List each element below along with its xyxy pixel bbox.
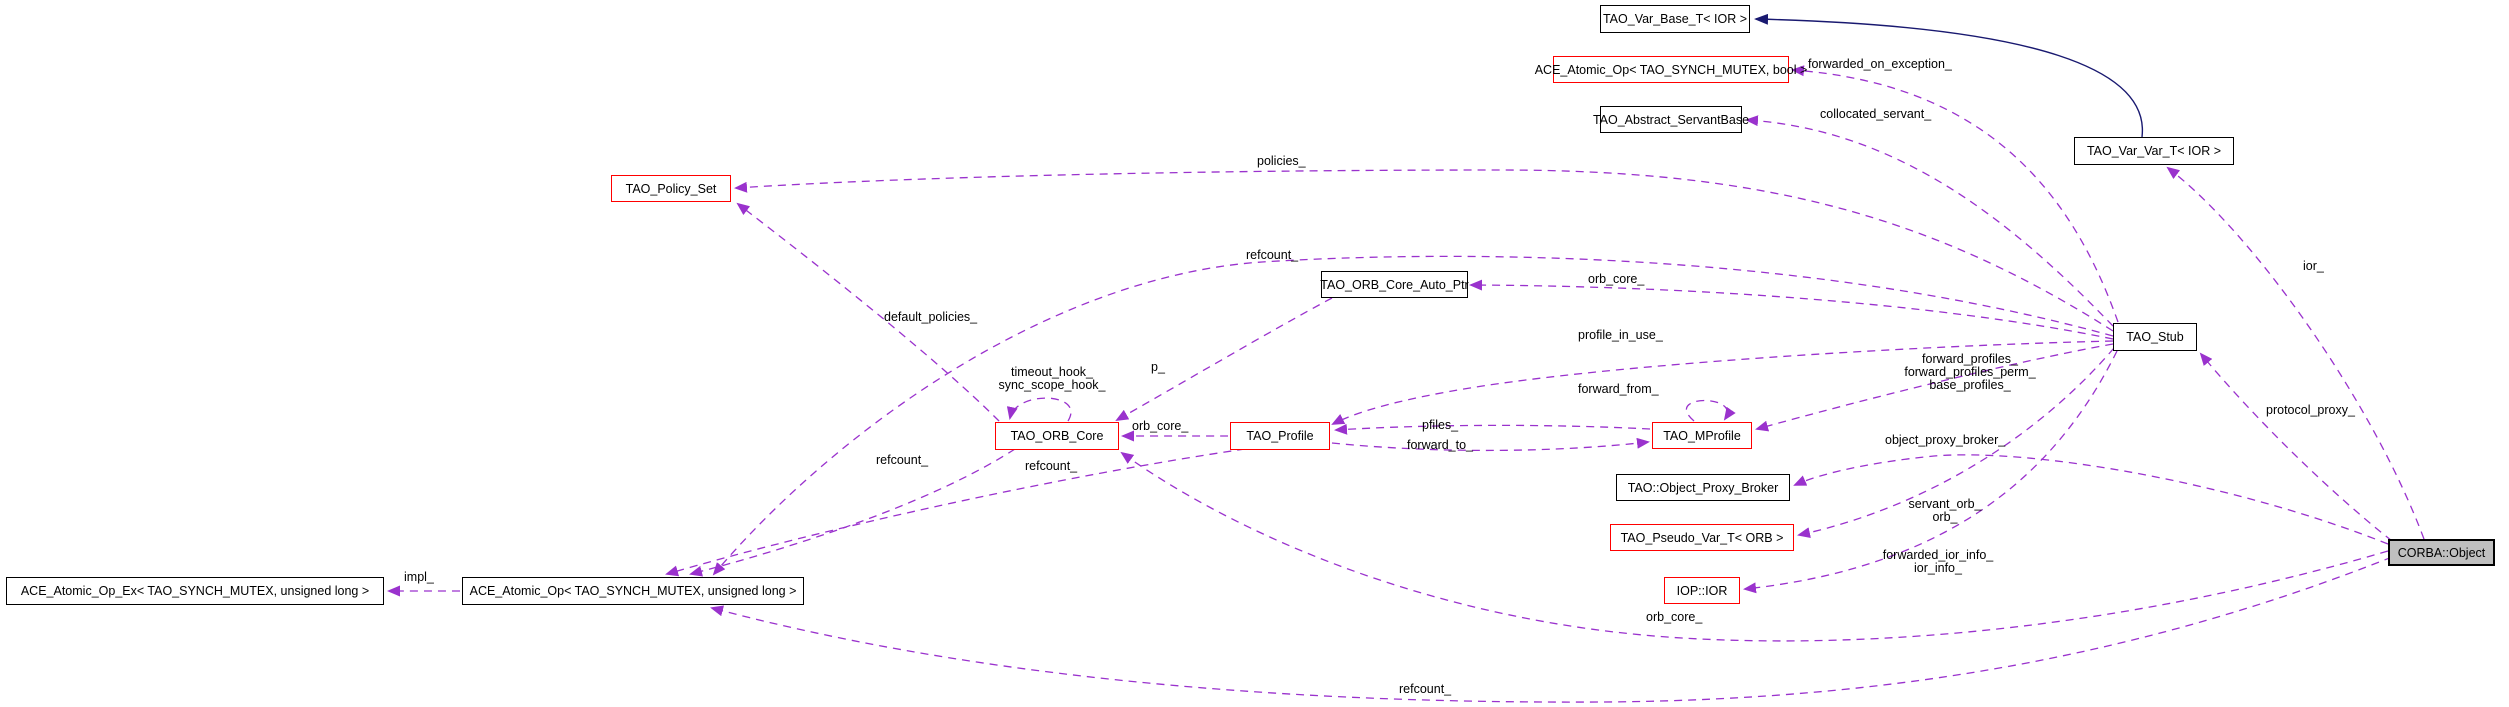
- edge-label-hooks: timeout_hook_ sync_scope_hook_: [998, 365, 1106, 392]
- edge-default-policies: [736, 202, 1000, 422]
- class-box-tao-var-var-t[interactable]: TAO_Var_Var_T< IOR >: [2074, 137, 2234, 165]
- edge-ior-info: [1743, 350, 2118, 594]
- edge-label-pfiles: pfiles_: [1422, 418, 1459, 432]
- edge-collocated-servant: [1745, 115, 2114, 327]
- edge-profiles-bundle: [1755, 343, 2114, 432]
- edge-p: [1115, 297, 1333, 421]
- edge-label-collocated-servant: collocated_servant_: [1820, 107, 1932, 121]
- edge-label-forward-from: forward_from_: [1578, 382, 1659, 396]
- edge-label-ior-info: forwarded_ior_info_ ior_info_: [1882, 548, 1994, 575]
- edge-label-refcount-stub: refcount_: [1246, 248, 1299, 262]
- edge-label-refcount-orbcore: refcount_: [1025, 459, 1078, 473]
- edge-label-refcount-bottom: refcount_: [1399, 682, 1452, 696]
- edge-object-proxy-broker: [1793, 454, 2389, 545]
- edge-label-profiles-bundle: forward_profiles_ forward_profiles_perm_…: [1904, 352, 2036, 392]
- class-box-ace-atomic-op-ulong[interactable]: ACE_Atomic_Op< TAO_SYNCH_MUTEX, unsigned…: [462, 577, 804, 605]
- class-box-tao-orb-core[interactable]: TAO_ORB_Core: [995, 422, 1119, 450]
- edge-label-protocol-proxy: protocol_proxy_: [2266, 403, 2355, 417]
- edge-label-forwarded-on-exception: forwarded_on_exception_: [1808, 57, 1952, 71]
- edge-profile-in-use: [1331, 340, 2114, 425]
- edge-inheritance-var-var-to-var-base: [1754, 13, 2144, 138]
- edge-label-orb-core-profile: orb_core_: [1132, 419, 1189, 433]
- class-box-tao-stub[interactable]: TAO_Stub: [2113, 323, 2197, 351]
- class-box-tao-var-base-t[interactable]: TAO_Var_Base_T< IOR >: [1600, 5, 1750, 33]
- edge-label-object-proxy-broker: object_proxy_broker_: [1885, 433, 2006, 447]
- edge-forward-to: [1331, 437, 1650, 452]
- class-box-iop-ior[interactable]: IOP::IOR: [1664, 577, 1740, 604]
- edge-orb-core-object: [1120, 451, 2389, 642]
- edge-policies: [734, 169, 2114, 332]
- class-box-tao-object-proxy-broker[interactable]: TAO::Object_Proxy_Broker: [1616, 474, 1790, 501]
- edge-forwarded-on-exception: [1791, 65, 2119, 323]
- edge-label-impl: impl_: [404, 570, 434, 584]
- edge-protocol-proxy: [2199, 352, 2393, 542]
- edge-label-profile-in-use: profile_in_use_: [1578, 328, 1663, 342]
- class-box-tao-pseudo-var-t[interactable]: TAO_Pseudo_Var_T< ORB >: [1610, 524, 1794, 551]
- class-box-ace-atomic-op-ex-ulong[interactable]: ACE_Atomic_Op_Ex< TAO_SYNCH_MUTEX, unsig…: [6, 577, 384, 605]
- class-box-tao-mprofile[interactable]: TAO_MProfile: [1652, 422, 1752, 449]
- class-box-tao-profile[interactable]: TAO_Profile: [1230, 422, 1330, 450]
- edge-label-ior: ior_: [2303, 259, 2324, 273]
- edge-label-refcount-profile: refcount_: [876, 453, 929, 467]
- edge-label-default-policies: default_policies_: [884, 310, 978, 324]
- edge-label-policies: policies_: [1257, 154, 1306, 168]
- edge-label-orb-core-stub: orb_core_: [1588, 272, 1645, 286]
- edge-servant-orb: [1797, 347, 2115, 539]
- edge-refcount-profile: [665, 448, 1246, 577]
- edge-refcount-orbcore: [689, 448, 1016, 577]
- edge-refcount-stub: [712, 255, 2114, 576]
- edge-label-servant-orb: servant_orb_ orb_: [1908, 497, 1982, 524]
- edge-pfiles: [1334, 423, 1651, 435]
- class-box-tao-orb-core-auto-ptr[interactable]: TAO_ORB_Core_Auto_Ptr: [1320, 271, 1469, 298]
- class-box-corba-object-current[interactable]: CORBA::Object: [2388, 539, 2495, 566]
- class-box-ace-atomic-op-bool[interactable]: ACE_Atomic_Op< TAO_SYNCH_MUTEX, bool >: [1535, 56, 1807, 83]
- edge-label-p: p_: [1151, 360, 1165, 374]
- edge-ior: [2166, 166, 2425, 540]
- edge-refcount-object: [710, 556, 2393, 703]
- edge-label-orb-core-object: orb_core_: [1646, 610, 1703, 624]
- edge-hooks-loop: [1006, 397, 1072, 422]
- class-box-tao-abstract-servantbase[interactable]: TAO_Abstract_ServantBase: [1593, 106, 1749, 133]
- edge-label-forward-to: forward_to_: [1407, 438, 1474, 452]
- class-box-tao-policy-set[interactable]: TAO_Policy_Set: [611, 175, 731, 202]
- edge-forward-from-loop: [1685, 399, 1736, 422]
- edge-orb-core-stub: [1469, 279, 2114, 340]
